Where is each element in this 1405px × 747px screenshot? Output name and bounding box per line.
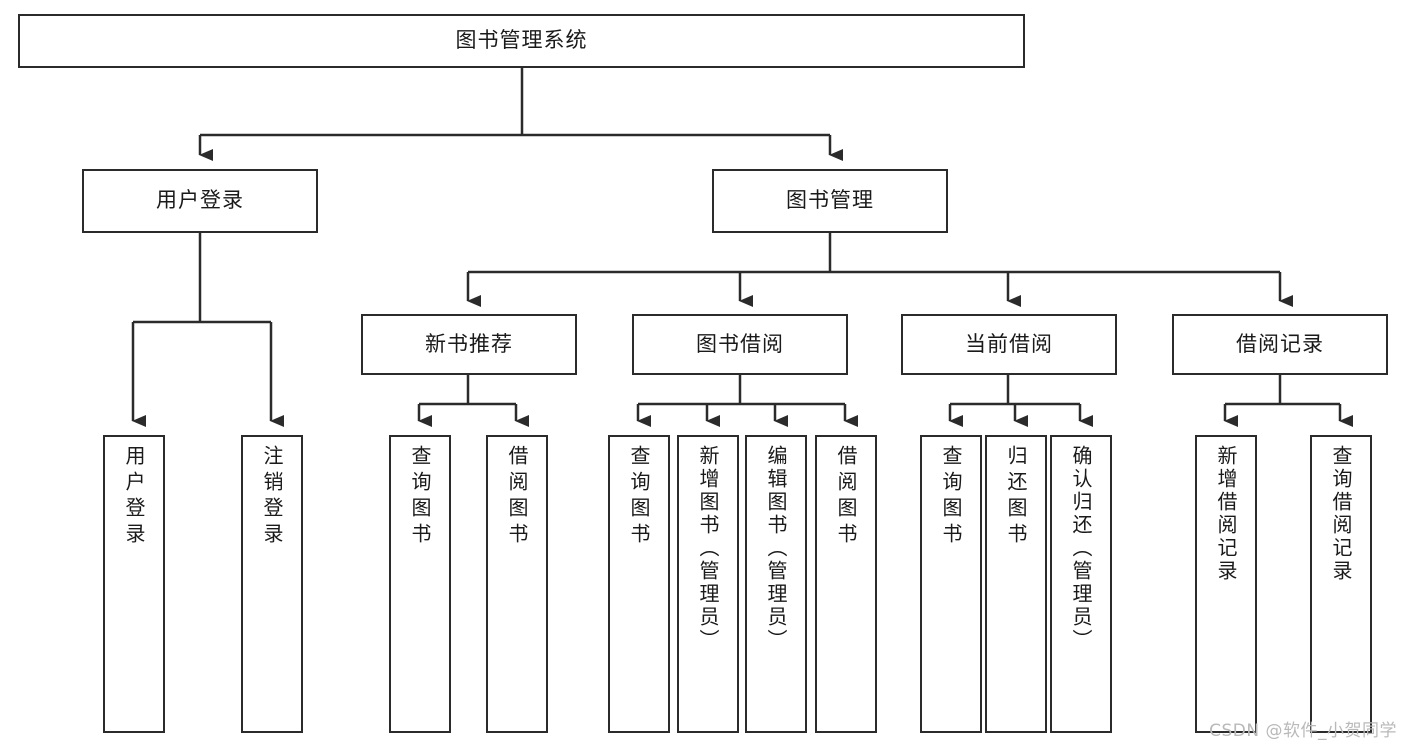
node-root-book-management-system[interactable]: 图书管理系统	[18, 14, 1025, 68]
node-leaf-edit-book[interactable]: 编辑图书（管理员）	[745, 435, 807, 733]
node-root-label: 图书管理系统	[455, 28, 588, 53]
node-leaf-borrow-book-2[interactable]: 借阅图书	[815, 435, 877, 733]
node-leaf-query-book-3[interactable]: 查询图书	[920, 435, 982, 733]
node-current-borrow-label: 当前借阅	[965, 331, 1053, 356]
node-leaf-add-record-label: 新增借阅记录	[1214, 445, 1238, 583]
node-leaf-borrow-book-1-label: 借阅图书	[505, 445, 529, 549]
node-book-borrow-label: 图书借阅	[696, 331, 784, 356]
watermark-text: CSDN @软件_小贺同学	[1209, 721, 1397, 741]
node-leaf-confirm-return[interactable]: 确认归还（管理员）	[1050, 435, 1112, 733]
node-leaf-add-record[interactable]: 新增借阅记录	[1195, 435, 1257, 733]
node-book-management-label: 图书管理	[786, 188, 874, 213]
node-leaf-query-book-1-label: 查询图书	[408, 445, 432, 549]
node-leaf-add-book[interactable]: 新增图书（管理员）	[677, 435, 739, 733]
node-book-management[interactable]: 图书管理	[712, 169, 948, 233]
node-leaf-add-book-label: 新增图书（管理员）	[696, 445, 720, 652]
node-book-borrow[interactable]: 图书借阅	[632, 314, 848, 375]
node-leaf-return-book-label: 归还图书	[1004, 445, 1028, 549]
node-user-login-label: 用户登录	[156, 188, 244, 213]
node-leaf-borrow-book-2-label: 借阅图书	[834, 445, 858, 549]
node-borrow-record[interactable]: 借阅记录	[1172, 314, 1388, 375]
node-leaf-confirm-return-label: 确认归还（管理员）	[1069, 445, 1093, 652]
node-leaf-edit-book-label: 编辑图书（管理员）	[764, 445, 788, 652]
node-new-book-recommend-label: 新书推荐	[425, 331, 513, 356]
node-new-book-recommend[interactable]: 新书推荐	[361, 314, 577, 375]
node-borrow-record-label: 借阅记录	[1236, 331, 1324, 356]
node-leaf-query-book-2[interactable]: 查询图书	[608, 435, 670, 733]
node-leaf-borrow-book-1[interactable]: 借阅图书	[486, 435, 548, 733]
node-leaf-query-book-3-label: 查询图书	[939, 445, 963, 549]
node-leaf-return-book[interactable]: 归还图书	[985, 435, 1047, 733]
node-leaf-user-login[interactable]: 用户登录	[103, 435, 165, 733]
node-leaf-query-book-2-label: 查询图书	[627, 445, 651, 549]
node-leaf-query-record-label: 查询借阅记录	[1329, 445, 1353, 583]
node-leaf-logout[interactable]: 注销登录	[241, 435, 303, 733]
node-user-login[interactable]: 用户登录	[82, 169, 318, 233]
node-leaf-user-login-label: 用户登录	[122, 445, 146, 549]
node-leaf-logout-label: 注销登录	[260, 445, 284, 549]
node-leaf-query-record[interactable]: 查询借阅记录	[1310, 435, 1372, 733]
node-current-borrow[interactable]: 当前借阅	[901, 314, 1117, 375]
node-leaf-query-book-1[interactable]: 查询图书	[389, 435, 451, 733]
